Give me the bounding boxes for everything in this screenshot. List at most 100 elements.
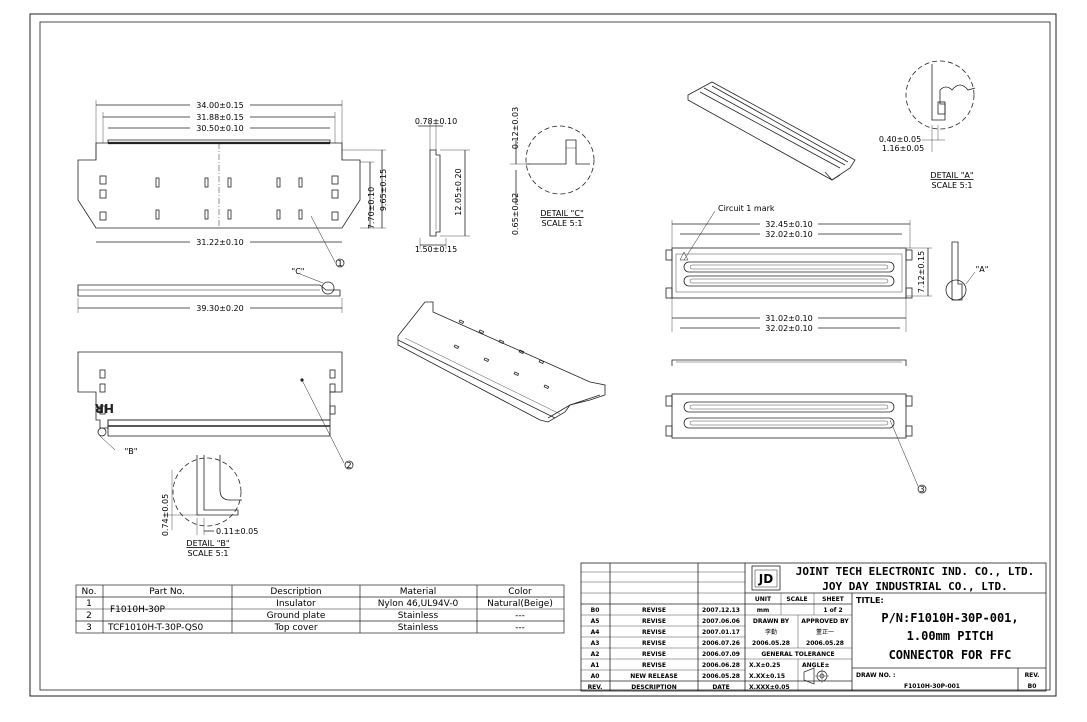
balloon-3: 3 [919, 485, 924, 494]
bom-header-desc: Description [270, 587, 321, 597]
dim-3122: 31.22±0.10 [196, 238, 243, 247]
hr-mark: HR [95, 401, 114, 415]
revision-row: REVISE [642, 618, 666, 625]
bom-rows: 1 F1010H-30P Insulator Nylon 46,UL94V-0 … [86, 599, 553, 633]
revision-row: REVISE [642, 607, 666, 614]
rev-value: B0 [1028, 683, 1037, 690]
revision-row: 2007.06.06 [702, 618, 740, 625]
dim-3188: 31.88±0.15 [196, 113, 243, 122]
sheet-value: 1 of 2 [823, 607, 842, 614]
dim-34: 34.00±0.15 [196, 101, 243, 110]
title-block-text: JD JOINT TECH ELECTRONIC IND. CO., LTD. … [749, 565, 1039, 691]
callout-c: "C" [292, 267, 305, 276]
rev-label: REV. [1025, 672, 1040, 679]
detail-b-scale: SCALE 5:1 [187, 549, 228, 558]
approved-date: 2006.05.28 [806, 640, 844, 647]
bom-row-2-no: 2 [86, 611, 92, 621]
dim-011: 0.11±0.05 [216, 527, 258, 536]
tolerance-label: GENERAL TOLERANCE [761, 651, 834, 658]
company-name-1: JOINT TECH ELECTRONIC IND. CO., LTD. [796, 565, 1034, 578]
section-view [418, 122, 470, 249]
detail-a-scale: SCALE 5:1 [931, 181, 972, 190]
revision-row: 2007.12.13 [702, 607, 740, 614]
revision-row: REVISE [642, 651, 666, 658]
outer-border [29, 13, 1057, 697]
angle-label: ANGLE± [802, 662, 830, 669]
drawn-date: 2006.05.28 [752, 640, 790, 647]
bom-row-3-color: --- [515, 623, 525, 633]
dim-3245: 32.45±0.10 [765, 220, 812, 229]
inner-border [39, 21, 1051, 691]
bom-row-1-material: Nylon 46,UL94V-0 [378, 599, 459, 609]
dim-065: 0.65±0.02 [511, 193, 520, 235]
revision-row: 2006.07.26 [702, 640, 740, 647]
callout-a: "A" [976, 265, 989, 274]
revision-header-date: DATE [712, 684, 729, 691]
bom-header-no: No. [82, 587, 97, 597]
bom-header-material: Material [400, 587, 437, 597]
revision-header-desc: DESCRIPTION [631, 684, 677, 691]
sheet-label: SHEET [822, 596, 845, 603]
title-line-1: P/N:F1010H-30P-001, [881, 611, 1018, 625]
bom-row-1-part: F1010H-30P [110, 605, 166, 615]
revision-row: A0 [591, 673, 600, 680]
dim-3102: 31.02±0.10 [765, 314, 812, 323]
revision-row: A2 [591, 651, 600, 658]
detail-c-title: DETAIL "C" [540, 209, 583, 218]
dim-116: 1.16±0.05 [882, 144, 924, 153]
revision-row: 2006.05.28 [702, 673, 740, 680]
circuit-mark-label: Circuit 1 mark [718, 204, 775, 213]
revision-row: A1 [591, 662, 600, 669]
revision-row: NEW RELEASE [630, 673, 678, 680]
bom-row-1-no: 1 [86, 599, 92, 609]
isometric-view [397, 301, 606, 423]
dim-965: 9.65±0.15 [379, 169, 388, 211]
bom-header: No. Part No. Description Material Color [82, 587, 533, 597]
dim-074: 0.74±0.05 [161, 494, 170, 536]
revision-table: B0 REVISE 2007.12.13 A5 REVISE 2007.06.0… [588, 607, 740, 691]
revision-row: REVISE [642, 629, 666, 636]
company-logo: JD [758, 572, 773, 586]
detail-a [905, 60, 976, 152]
bom-row-1-color: Natural(Beige) [487, 599, 553, 609]
company-name-2: JOY DAY INDUSTRIAL CO., LTD. [822, 580, 1007, 593]
dim-078: 0.78±0.10 [415, 117, 457, 126]
unit-label: UNIT [755, 596, 772, 603]
bom-header-part: Part No. [149, 587, 185, 597]
detail-a-title: DETAIL "A" [930, 171, 973, 180]
title-line-2: 1.00mm PITCH [907, 629, 994, 643]
revision-row: 2006.06.28 [702, 662, 740, 669]
bom-row-3-no: 3 [86, 623, 92, 633]
dim-3202b: 32.02±0.10 [765, 324, 812, 333]
callout-b: "B" [125, 447, 138, 456]
title-label: TITLE: [856, 596, 884, 605]
isometric-cover [687, 81, 856, 181]
projection-symbol-icon [803, 667, 829, 685]
revision-row: REVISE [642, 640, 666, 647]
dim-3930: 39.30±0.20 [196, 304, 243, 313]
dim-1205: 12.05±0.20 [454, 168, 463, 215]
drawn-by-label: DRAWN BY [753, 618, 790, 625]
cover-bottom-view [665, 359, 927, 494]
bom-row-1-desc: Insulator [276, 599, 316, 609]
bom-row-2-material: Stainless [398, 611, 439, 621]
dim-150: 1.50±0.15 [415, 245, 457, 254]
bom-row-2-color: --- [515, 611, 525, 621]
detail-c [510, 125, 595, 205]
tolerance-3: X.XXX±0.05 [749, 684, 790, 691]
draw-no: F1010H-30P-001 [904, 683, 960, 690]
draw-no-label: DRAW NO. : [856, 672, 895, 679]
revision-row: A5 [591, 618, 600, 625]
bottom-view [77, 351, 354, 470]
dim-770: 7.70±0.10 [367, 187, 376, 229]
revision-row: A4 [591, 629, 600, 636]
balloon-1: 1 [337, 259, 342, 268]
dim-3050: 30.50±0.10 [196, 124, 243, 133]
detail-b [165, 455, 242, 535]
revision-row: A3 [591, 640, 600, 647]
bom-row-3-material: Stainless [398, 623, 439, 633]
balloon-2: 2 [346, 461, 351, 470]
approved-by: 董正一 [816, 628, 834, 636]
tolerance-1: X.X±0.25 [749, 662, 780, 669]
